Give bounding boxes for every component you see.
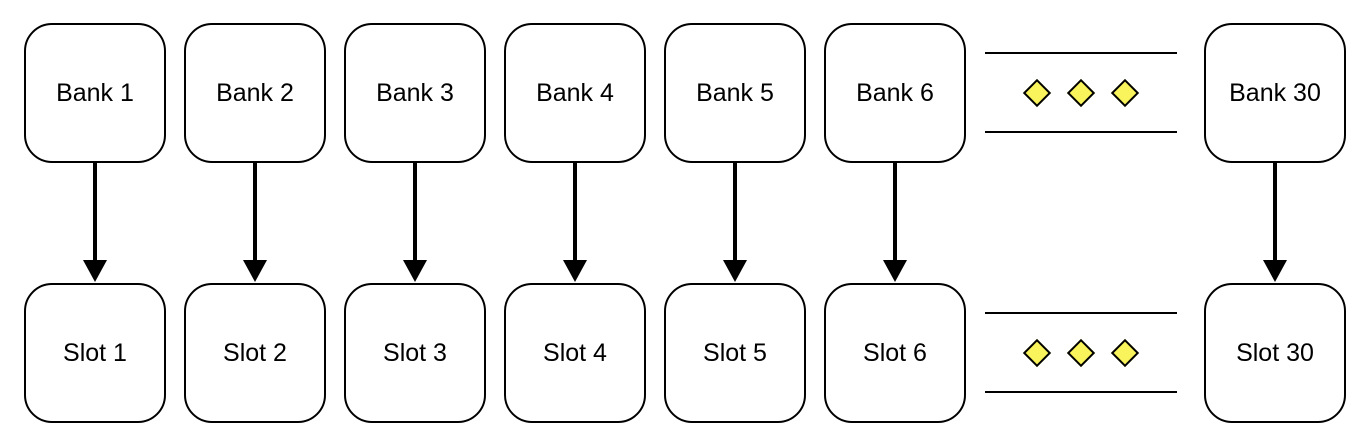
node-bank-3-label: Bank 3 [376,78,454,107]
node-bank-3: Bank 3 [344,23,486,163]
node-slot-3-label: Slot 3 [383,338,447,367]
arrow-bank-4-to-slot-4 [563,163,587,282]
node-slot-1: Slot 1 [24,283,166,423]
node-bank-1-label: Bank 1 [56,78,134,107]
banks-ellipsis [985,52,1177,133]
slots-ellipsis-top-line [985,312,1177,314]
arrow-bank-6-to-slot-6 [883,163,907,282]
node-slot-5: Slot 5 [664,283,806,423]
node-slot-30-label: Slot 30 [1236,338,1314,367]
diamond-icon [1022,338,1052,367]
node-slot-2: Slot 2 [184,283,326,423]
slots-ellipsis-diamonds [1022,338,1140,367]
node-bank-6-label: Bank 6 [856,78,934,107]
arrow-bank-1-to-slot-1 [83,163,107,282]
arrow-shaft [573,163,577,263]
arrow-bank-5-to-slot-5 [723,163,747,282]
arrow-head-icon [563,260,587,282]
arrow-bank-2-to-slot-2 [243,163,267,282]
diamond-icon [1066,338,1096,367]
node-slot-30: Slot 30 [1204,283,1346,423]
diamond-icon [1110,78,1140,107]
node-slot-5-label: Slot 5 [703,338,767,367]
diamond-icon [1110,338,1140,367]
node-bank-5-label: Bank 5 [696,78,774,107]
slots-ellipsis-bottom-line [985,391,1177,393]
node-bank-1: Bank 1 [24,23,166,163]
arrow-head-icon [243,260,267,282]
node-bank-2: Bank 2 [184,23,326,163]
arrow-shaft [253,163,257,263]
node-slot-4: Slot 4 [504,283,646,423]
arrow-bank-3-to-slot-3 [403,163,427,282]
banks-ellipsis-top-line [985,52,1177,54]
node-bank-5: Bank 5 [664,23,806,163]
arrow-shaft [413,163,417,263]
arrow-shaft [1273,163,1277,263]
arrow-head-icon [83,260,107,282]
arrow-head-icon [1263,260,1287,282]
arrow-head-icon [723,260,747,282]
banks-ellipsis-diamonds [1022,78,1140,107]
node-slot-1-label: Slot 1 [63,338,127,367]
diamond-icon [1022,78,1052,107]
node-slot-6-label: Slot 6 [863,338,927,367]
node-slot-2-label: Slot 2 [223,338,287,367]
slots-ellipsis [985,312,1177,393]
arrow-bank-30-to-slot-30 [1263,163,1287,282]
node-bank-30-label: Bank 30 [1229,78,1321,107]
arrow-shaft [893,163,897,263]
node-slot-3: Slot 3 [344,283,486,423]
arrow-shaft [733,163,737,263]
node-slot-6: Slot 6 [824,283,966,423]
node-bank-30: Bank 30 [1204,23,1346,163]
node-bank-2-label: Bank 2 [216,78,294,107]
banks-ellipsis-bottom-line [985,131,1177,133]
arrow-shaft [93,163,97,263]
node-bank-4-label: Bank 4 [536,78,614,107]
arrow-head-icon [883,260,907,282]
diamond-icon [1066,78,1096,107]
node-slot-4-label: Slot 4 [543,338,607,367]
arrow-head-icon [403,260,427,282]
node-bank-6: Bank 6 [824,23,966,163]
node-bank-4: Bank 4 [504,23,646,163]
